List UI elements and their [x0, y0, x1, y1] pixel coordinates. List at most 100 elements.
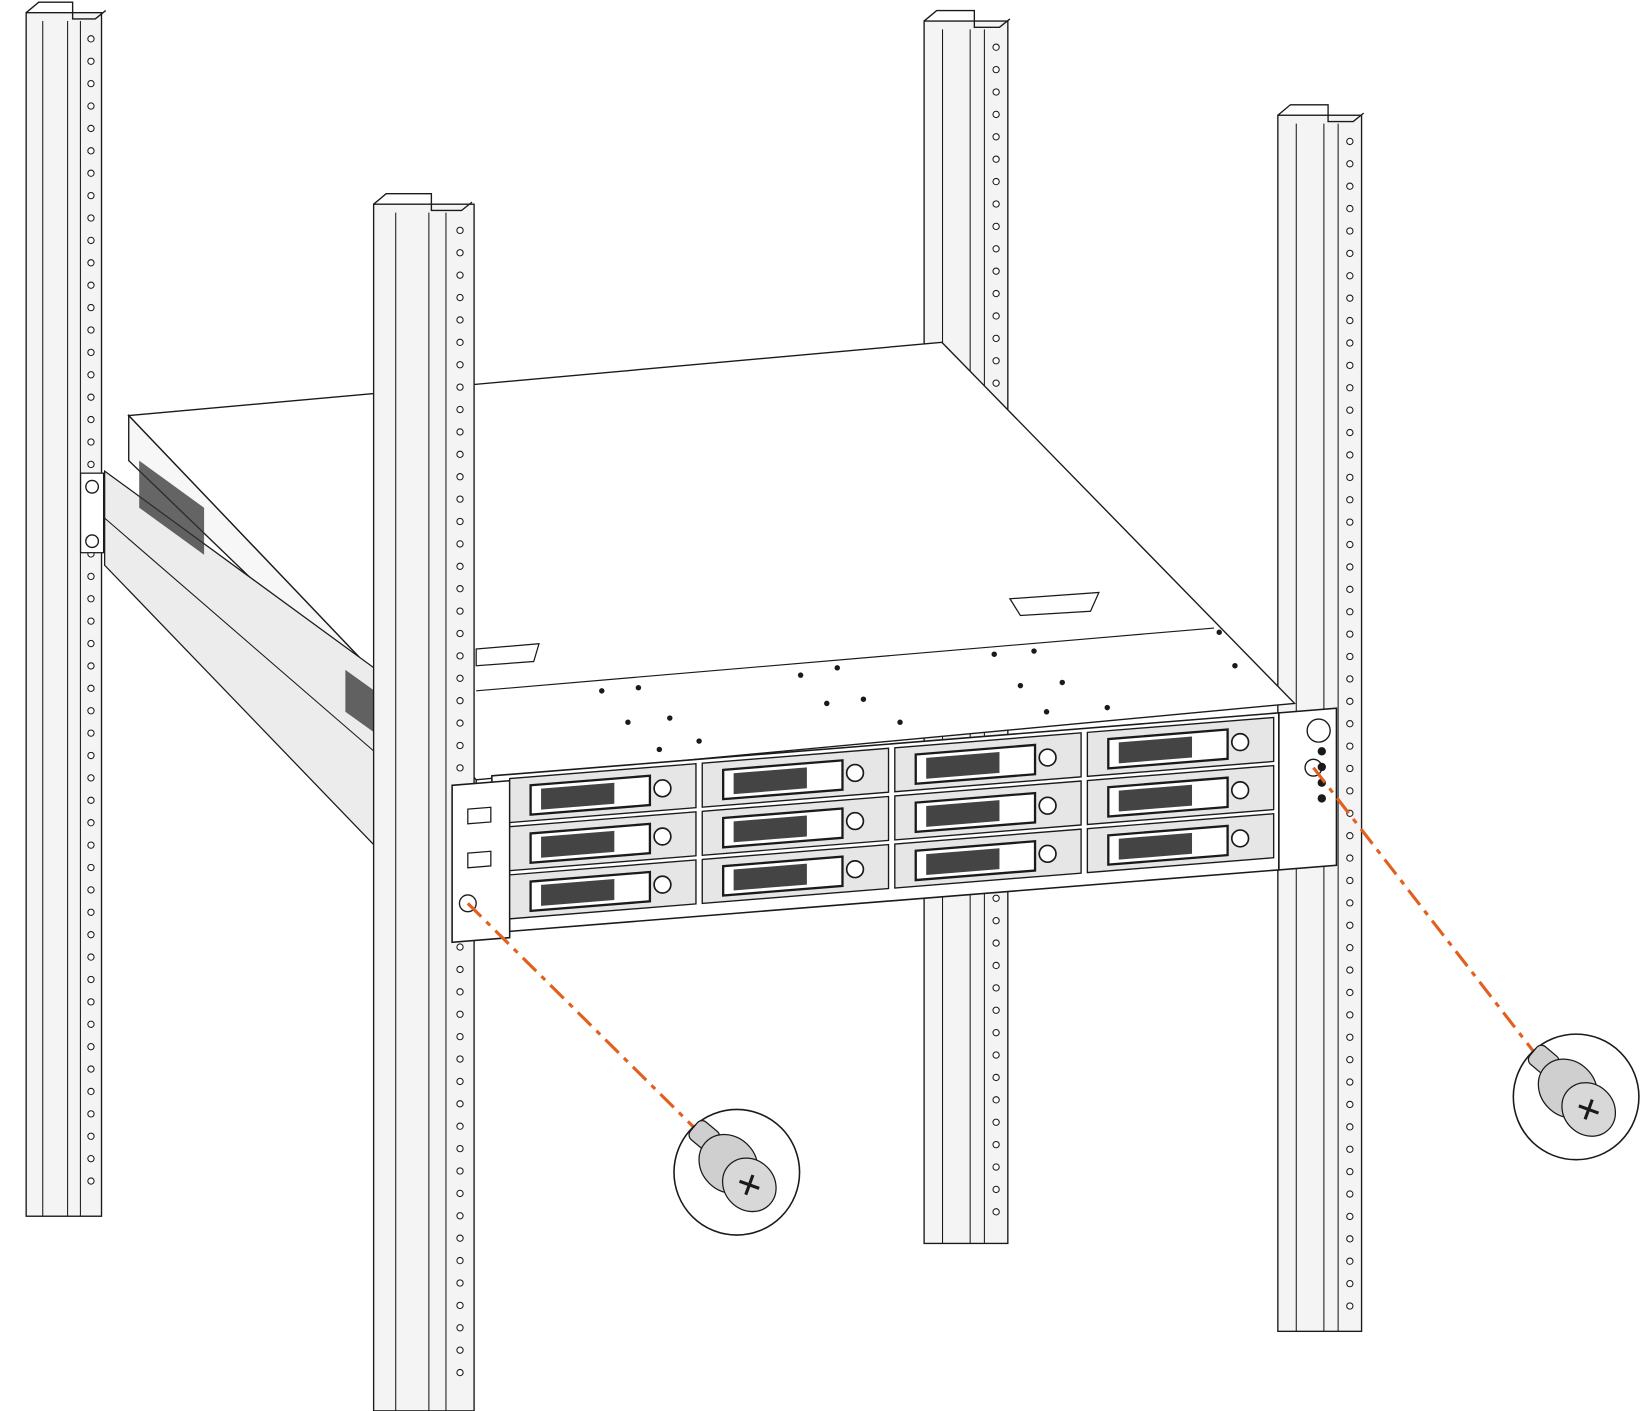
mounting-hole — [87, 191, 95, 200]
mounting-hole — [1346, 361, 1354, 370]
mounting-hole — [456, 383, 464, 391]
mounting-hole — [1346, 1123, 1354, 1131]
mounting-hole — [992, 289, 1000, 298]
mounting-hole — [1346, 630, 1354, 638]
mounting-hole — [1346, 899, 1354, 907]
mounting-hole — [992, 312, 1000, 320]
mounting-hole — [87, 863, 95, 872]
mounting-hole — [1346, 608, 1354, 616]
mounting-hole — [456, 764, 464, 772]
mounting-hole — [992, 110, 1000, 119]
cover-screw — [1043, 709, 1050, 715]
mounting-hole — [456, 943, 464, 951]
mounting-hole — [87, 147, 95, 155]
mounting-hole — [456, 1346, 464, 1354]
cover-screw — [834, 665, 840, 671]
cover-screw — [1059, 679, 1065, 686]
mounting-hole — [87, 281, 95, 289]
drive-bay — [508, 762, 697, 824]
mounting-hole — [456, 1144, 464, 1153]
mounting-hole — [1346, 1212, 1354, 1221]
mounting-hole — [456, 226, 464, 235]
mounting-hole — [456, 1256, 464, 1265]
mounting-hole — [1346, 272, 1354, 280]
mounting-hole — [87, 1177, 95, 1185]
drive-tray-latch — [653, 779, 672, 798]
mounting-hole — [87, 348, 95, 357]
drive-tray-latch — [653, 827, 672, 846]
mounting-hole — [992, 177, 1000, 186]
mounting-hole — [456, 741, 464, 750]
mounting-hole — [87, 841, 95, 849]
post-cap — [1277, 104, 1365, 123]
drive-bay — [894, 828, 1082, 889]
mounting-hole — [1346, 1145, 1354, 1153]
mounting-hole — [1346, 339, 1354, 347]
mounting-hole — [992, 1185, 1000, 1194]
drive-bay — [701, 795, 890, 857]
mounting-hole — [87, 1110, 95, 1118]
mounting-hole — [1346, 1011, 1354, 1019]
status-led — [1317, 762, 1326, 772]
mounting-hole — [992, 88, 1000, 96]
mounting-hole — [992, 1028, 1000, 1037]
cover-screw — [824, 700, 830, 707]
mounting-hole — [87, 617, 95, 625]
mounting-hole — [456, 1189, 464, 1198]
mounting-hole — [87, 1065, 95, 1073]
mounting-hole — [1346, 1055, 1354, 1064]
mounting-hole — [992, 43, 1000, 51]
mounting-hole — [992, 1140, 1000, 1149]
drive-bay — [508, 811, 697, 872]
mounting-hole — [456, 293, 464, 302]
mounting-hole — [456, 652, 464, 660]
post-cap — [373, 193, 473, 212]
mounting-hole — [1346, 720, 1354, 728]
mounting-hole — [992, 1006, 1000, 1014]
mounting-hole — [1346, 316, 1354, 325]
status-led — [1317, 794, 1326, 803]
cover-screw — [1031, 648, 1037, 654]
mounting-hole — [456, 1279, 464, 1287]
mounting-hole — [1346, 227, 1354, 235]
mounting-hole — [87, 819, 95, 827]
cover-screw — [991, 651, 997, 657]
mounting-hole — [456, 1122, 464, 1130]
mounting-hole — [87, 214, 95, 222]
mounting-hole — [87, 1043, 95, 1051]
mounting-hole — [1346, 563, 1354, 571]
left-rack-screw-callout — [466, 902, 801, 1236]
screw-callouts — [466, 766, 1640, 1236]
left-ear-screw-hole — [458, 894, 477, 913]
server-front-panel — [451, 707, 1338, 944]
mounting-hole — [1346, 966, 1354, 974]
mounting-hole — [1346, 249, 1354, 258]
rack-post-rear-left — [25, 1, 107, 1217]
drive-tray-vent — [1118, 832, 1193, 860]
mounting-hole — [456, 1100, 464, 1108]
mounting-hole — [456, 517, 464, 526]
mounting-hole — [992, 133, 1000, 141]
mounting-hole — [456, 629, 464, 638]
mounting-hole — [456, 473, 464, 481]
cover-screw — [1017, 682, 1024, 689]
bracket-screw — [85, 534, 100, 549]
mounting-hole — [992, 222, 1000, 231]
mounting-hole — [456, 428, 464, 436]
mounting-hole — [456, 1212, 464, 1220]
mounting-hole — [992, 334, 1000, 343]
mounting-hole — [1346, 1257, 1354, 1265]
mounting-hole — [1346, 204, 1354, 213]
mounting-hole — [456, 697, 464, 705]
cover-screw — [860, 696, 867, 702]
drive-tray-latch — [845, 763, 865, 783]
side-vent — [139, 460, 205, 555]
drive-tray-vent — [541, 830, 615, 858]
mounting-hole — [992, 1073, 1000, 1082]
mounting-hole — [87, 975, 95, 984]
mounting-hole — [456, 1010, 464, 1018]
mounting-hole — [87, 953, 95, 961]
post-cap — [25, 1, 107, 20]
mounting-hole — [87, 169, 95, 177]
mounting-hole — [87, 124, 95, 133]
